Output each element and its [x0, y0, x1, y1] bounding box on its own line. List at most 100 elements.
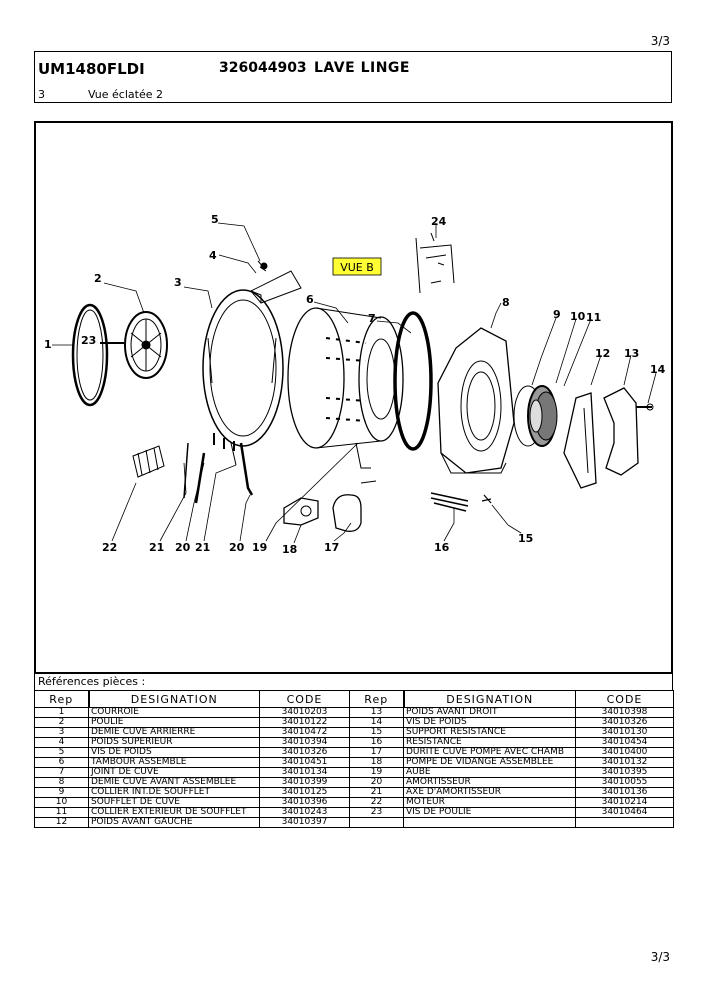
- code-cell: 34010399: [259, 777, 350, 788]
- designation-cell: AXE D'AMORTISSEUR: [403, 787, 576, 798]
- top-weight-part: [250, 270, 302, 304]
- designation-cell: MOTEUR: [403, 797, 576, 808]
- callout-20a: 20: [175, 541, 191, 554]
- rep-cell: 5: [34, 747, 89, 758]
- rep-cell: 10: [34, 797, 89, 808]
- header-code-2: CODE: [575, 690, 674, 708]
- callout-17: 17: [324, 541, 339, 554]
- rep-cell: 9: [34, 787, 89, 798]
- callout-leader-lines: [52, 222, 657, 544]
- motor-part: [132, 445, 165, 478]
- rep-cell: 1: [34, 707, 89, 718]
- designation-cell: DURITE CUVE POMPE AVEC CHAMB: [403, 747, 576, 758]
- exploded-view-drawing: VUE B 1 2 3 4 5 6 7 8 9 10 11 12 13 14 1…: [44, 213, 666, 556]
- code-cell: [575, 817, 674, 828]
- rep-cell: 21: [349, 787, 404, 798]
- code-cell: 34010122: [259, 717, 350, 728]
- code-cell: 34010243: [259, 807, 350, 818]
- weight-screw-part: [257, 260, 268, 272]
- designation-cell: POIDS AVANT DROIT: [403, 707, 576, 718]
- view-b-text: VUE B: [340, 261, 374, 274]
- callout-21b: 21: [195, 541, 210, 554]
- code-cell: 34010326: [575, 717, 674, 728]
- designation-cell: DEMIE CUVE ARRIERRE: [88, 727, 260, 738]
- code-cell: 34010134: [259, 767, 350, 778]
- model-number: UM1480FLDI: [38, 60, 145, 78]
- designation-cell: SUPPORT RESISTANCE: [403, 727, 576, 738]
- callout-3: 3: [174, 276, 182, 289]
- callout-12: 12: [595, 347, 610, 360]
- bracket-part: [415, 232, 455, 294]
- rep-cell: 17: [349, 747, 404, 758]
- rep-cell: 11: [34, 807, 89, 818]
- code-cell: 34010132: [575, 757, 674, 768]
- code-cell: 34010136: [575, 787, 674, 798]
- rep-cell: 14: [349, 717, 404, 728]
- product-code: 326044903: [219, 60, 307, 76]
- code-cell: 34010203: [259, 707, 350, 718]
- callout-4: 4: [209, 249, 217, 262]
- header-rep-1: Rep: [34, 690, 89, 708]
- rep-cell: 13: [349, 707, 404, 718]
- designation-cell: JOINT DE CUVE: [88, 767, 260, 778]
- callout-10: 10: [570, 310, 586, 323]
- callout-23: 23: [81, 334, 96, 347]
- front-left-weight-part: [563, 392, 597, 489]
- front-right-weight-part: [603, 387, 639, 476]
- rep-cell: 12: [34, 817, 89, 828]
- designation-cell: RESISTANCE: [403, 737, 576, 748]
- designation-cell: AUBE: [403, 767, 576, 778]
- designation-cell: POIDS AVANT GAUCHE: [88, 817, 260, 828]
- designation-cell: SOUFFLET DE CUVE: [88, 797, 260, 808]
- bellow-part: [513, 385, 558, 447]
- rep-cell: 18: [349, 757, 404, 768]
- heater-part: [430, 492, 469, 512]
- page-indicator-bottom: 3/3: [650, 950, 670, 964]
- designation-cell: DEMIE CUVE AVANT ASSEMBLEE: [88, 777, 260, 788]
- designation-cell: VIS DE POULIE: [403, 807, 576, 818]
- callout-19: 19: [252, 541, 267, 554]
- callout-24: 24: [431, 215, 447, 228]
- document-header: UM1480FLDI 326044903 LAVE LINGE 3 Vue éc…: [34, 51, 672, 103]
- callout-1: 1: [44, 338, 52, 351]
- parts-references-title: Références pièces :: [34, 674, 673, 691]
- page-indicator-top: 3/3: [650, 34, 670, 48]
- callout-15: 15: [518, 532, 533, 545]
- drain-pump-part: [283, 497, 319, 526]
- designation-cell: POULIE: [88, 717, 260, 728]
- damper-parts: [183, 442, 254, 504]
- designation-cell: COLLIER INT.DE SOUFFLET: [88, 787, 260, 798]
- designation-cell: AMORTISSEUR: [403, 777, 576, 788]
- callout-11: 11: [586, 311, 601, 324]
- header-designation-1: DESIGNATION: [87, 690, 260, 708]
- rep-cell: 6: [34, 757, 89, 768]
- belt-part: [71, 303, 109, 407]
- callout-18: 18: [282, 543, 297, 556]
- section-number: 3: [38, 88, 45, 101]
- code-cell: 34010398: [575, 707, 674, 718]
- callout-14: 14: [650, 363, 666, 376]
- front-tub-part: [437, 327, 515, 474]
- parts-table: Rep DESIGNATION CODE Rep DESIGNATION COD…: [34, 690, 674, 828]
- header-code-1: CODE: [259, 690, 350, 708]
- code-cell: 34010394: [259, 737, 350, 748]
- view-b-label: VUE B: [332, 257, 382, 276]
- rep-cell: 2: [34, 717, 89, 728]
- designation-cell: TAMBOUR ASSEMBLE: [88, 757, 260, 768]
- callout-7: 7: [368, 312, 376, 325]
- header-rep-2: Rep: [349, 690, 404, 708]
- rep-cell: 3: [34, 727, 89, 738]
- code-cell: 34010125: [259, 787, 350, 798]
- code-cell: 34010451: [259, 757, 350, 768]
- rep-cell: 15: [349, 727, 404, 738]
- rear-tub-part: [202, 289, 284, 451]
- callout-2: 2: [94, 272, 102, 285]
- code-cell: 34010326: [259, 747, 350, 758]
